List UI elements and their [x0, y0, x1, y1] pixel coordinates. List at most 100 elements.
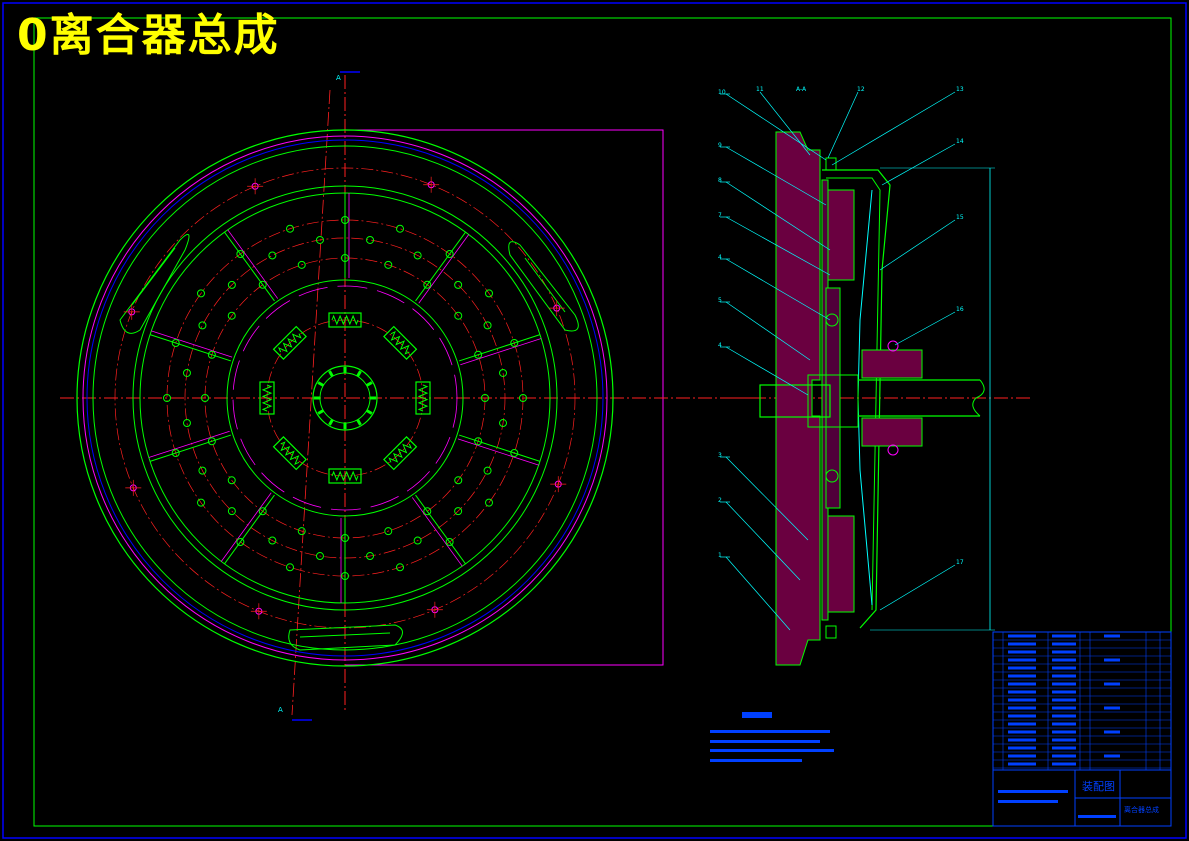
cover-rim-inner: [92, 145, 598, 651]
callout-number: 10: [718, 89, 726, 96]
segment-separator-edge: [227, 229, 279, 299]
leader-line: [725, 216, 831, 276]
rivet-hole: [268, 536, 277, 545]
bom-cell-text: [1052, 698, 1076, 702]
leader-line: [725, 556, 791, 631]
segment-separator-edge: [418, 234, 470, 304]
disc-hub-magenta: [232, 285, 458, 511]
leader-line: [725, 301, 811, 361]
leader-line: [725, 93, 827, 161]
cut-marker-bottom: A: [278, 706, 283, 714]
rivet-hole: [182, 419, 191, 428]
spring-coil: [417, 384, 429, 412]
lever-lug-left: [119, 233, 190, 334]
bom-cell-text: [1008, 762, 1036, 766]
tb-drawing-name: 装配图: [1082, 780, 1115, 793]
bom-cell-text: [1008, 714, 1036, 718]
rivet-hole: [510, 449, 519, 458]
rivet-hole: [198, 321, 207, 330]
rivet-hole: [341, 534, 349, 542]
rivet-hole: [196, 289, 205, 298]
bom-cell-text: [1008, 682, 1036, 686]
rivet-hole: [227, 476, 236, 485]
segment-separator: [415, 494, 466, 565]
leader-line: [725, 501, 801, 581]
rivet-holes: [163, 216, 527, 580]
spring-window: [272, 325, 307, 360]
lever-slot-right: [524, 257, 566, 313]
lever-slot-left: [131, 247, 176, 306]
rivet-hole: [423, 280, 432, 289]
note-line-4: [710, 759, 802, 762]
spline-tooth: [328, 418, 334, 426]
cover-outer-ring: [76, 129, 614, 667]
callout-number: 16: [956, 306, 964, 313]
rivet-hole: [285, 224, 294, 233]
bolt-pitch-circle: [114, 167, 576, 629]
rivet-hole: [182, 368, 191, 377]
torsion-springs: [259, 312, 431, 484]
spring-coil: [390, 331, 410, 355]
bom-cell-text: [1008, 722, 1036, 726]
bom-cell-text: [1052, 674, 1076, 678]
disc-hub-section: [807, 374, 859, 428]
bom-cell-text: [1008, 738, 1036, 742]
bom-cell-text: [1008, 690, 1036, 694]
bill-of-materials: [993, 631, 1171, 770]
bom-cell-text: [1008, 698, 1036, 702]
leader-line: [725, 258, 831, 321]
rivet-hole: [236, 249, 245, 258]
rivet-hole: [227, 507, 236, 516]
bom-cell-text: [1052, 746, 1076, 750]
tb-line-2: [998, 800, 1058, 803]
rivet-circle-inner: [204, 257, 486, 539]
torsion-spring: [328, 312, 362, 328]
rivet-hole: [396, 224, 405, 233]
bom-cell-text: [1008, 642, 1036, 646]
rivet-hole: [236, 538, 245, 547]
disc-hub-outer: [226, 279, 464, 517]
rivet-hole: [341, 254, 349, 262]
callout-number: 2: [718, 497, 722, 504]
segment-separator: [415, 231, 466, 302]
rivet-hole: [227, 280, 236, 289]
cover-bolt-lower: [825, 625, 837, 639]
leader-line: [894, 311, 956, 346]
torsion-spring: [383, 436, 418, 471]
spring-coil: [278, 333, 302, 353]
bearing-ball-upper: [887, 340, 899, 352]
spring-coil: [280, 441, 300, 465]
tb-line-3: [1078, 815, 1116, 818]
rivet-hole: [499, 419, 508, 428]
segment-separator-edge: [148, 430, 230, 458]
rivet-hole: [454, 507, 463, 516]
release-bearing-upper: [861, 349, 923, 379]
leader-line: [725, 146, 827, 206]
callout-number: 14: [956, 138, 964, 145]
leader-line: [759, 91, 811, 156]
bom-cell-text: [1008, 754, 1036, 758]
cut-marker-top: A: [336, 74, 341, 82]
rivet-hole: [413, 251, 422, 260]
bom-cell-text: [1052, 738, 1076, 742]
rivet-hole: [485, 498, 494, 507]
callout-number: 12: [857, 86, 865, 93]
segment-separator-edge: [220, 492, 272, 562]
spline-tooth: [365, 409, 373, 415]
rivet-hole: [258, 507, 267, 516]
bom-cell-text: [1008, 706, 1036, 710]
rivet-hole: [519, 394, 527, 402]
callout-number: 17: [956, 559, 964, 566]
torsion-spring: [383, 325, 418, 360]
rivet-hole: [171, 338, 180, 347]
bom-cell-text: [1052, 706, 1076, 710]
spline-teeth: [314, 367, 376, 429]
bom-cell-text: [1008, 746, 1036, 750]
bom-cell-text: [1052, 666, 1076, 670]
callout-number: 4: [718, 342, 722, 349]
bom-cell-text: [1052, 642, 1076, 646]
segment-separator: [224, 494, 275, 565]
